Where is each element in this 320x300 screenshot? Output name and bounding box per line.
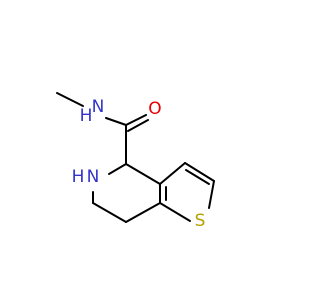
- ring-s-label: S: [195, 211, 206, 231]
- bond-c2-s: [208, 180, 215, 209]
- amide-nh-n-label: N: [92, 97, 105, 117]
- bonds: [56, 92, 215, 223]
- molecule-structure: H N O N H S: [56, 92, 215, 231]
- bond-carbonyl-o-1: [125, 114, 147, 126]
- carbonyl-o-label: O: [148, 99, 161, 119]
- bond-s-c7a: [159, 202, 191, 222]
- amide-nh-h-label: H: [80, 106, 93, 126]
- bond-c4-c3a: [125, 163, 161, 185]
- bond-carbonyl-o-2: [127, 119, 149, 132]
- bond-n-carbonyl: [105, 117, 127, 126]
- bond-c3-c2-inner: [185, 169, 210, 185]
- ring-nh-h-label: H: [72, 167, 85, 187]
- bond-methyl-n: [56, 92, 84, 107]
- bond-c4-nh: [108, 163, 127, 175]
- bond-c7-c7a: [125, 202, 161, 223]
- ring-nh-n-label: N: [87, 167, 100, 187]
- bond-c3a-c3: [159, 162, 186, 185]
- atom-labels: H N O N H S: [72, 97, 206, 231]
- bond-c3-c2: [184, 162, 215, 182]
- bond-c6-c7: [92, 202, 127, 223]
